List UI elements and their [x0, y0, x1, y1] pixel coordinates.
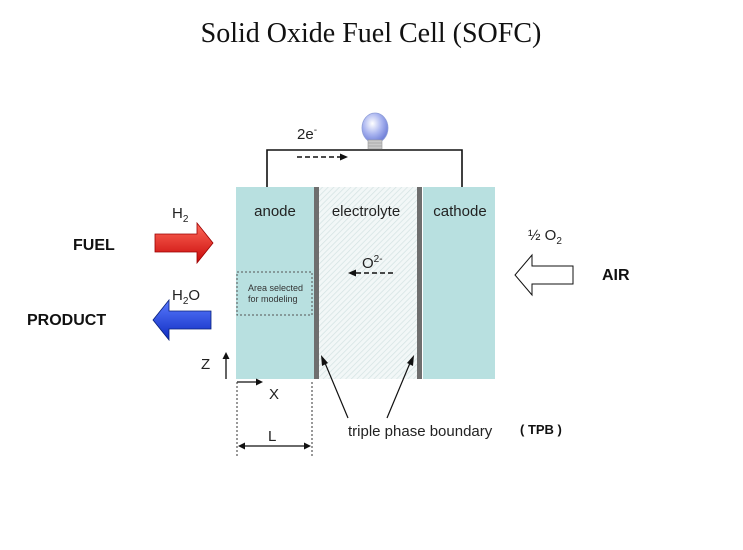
x-axis-label: X: [269, 386, 279, 403]
modeling-area-box: [236, 271, 313, 316]
electrolyte-label: electrolyte: [332, 203, 400, 220]
product-species: H2O: [172, 287, 200, 307]
x-axis-arrow: [237, 378, 263, 386]
air-arrow-icon: [514, 253, 574, 297]
air-species: ½ O2: [528, 227, 562, 247]
oxide-ion-label: O2-: [362, 254, 383, 272]
page-title: Solid Oxide Fuel Cell (SOFC): [201, 18, 542, 49]
tpb-abbr: ( TPB ): [520, 422, 562, 437]
anode-tpb-boundary: [314, 187, 319, 379]
anode-label: anode: [254, 203, 296, 220]
tpb-pointer-left: [321, 355, 349, 419]
fuel-arrow-icon: [154, 221, 214, 265]
ion-flow-arrow: [348, 269, 394, 277]
modeling-area-line1: Area selected: [248, 283, 303, 293]
electron-flow-arrow: [297, 153, 348, 161]
z-axis-arrow: [222, 352, 230, 379]
modeling-area-line2: for modeling: [248, 294, 298, 304]
cathode-label: cathode: [433, 203, 486, 220]
z-axis-label: Z: [201, 356, 210, 373]
product-label: PRODUCT: [27, 312, 106, 329]
tpb-pointer-right: [386, 355, 414, 419]
cathode-region: [423, 187, 495, 379]
light-bulb-icon: [361, 112, 389, 150]
length-label: L: [268, 428, 276, 445]
fuel-species: H2: [172, 205, 189, 225]
electrolyte-region: [319, 187, 417, 379]
external-circuit-wire: [266, 149, 463, 187]
cathode-tpb-boundary: [417, 187, 422, 379]
product-arrow-icon: [152, 298, 212, 342]
tpb-label: triple phase boundary: [348, 423, 493, 440]
fuel-label: FUEL: [73, 237, 115, 254]
length-dimension-arrow: [238, 442, 311, 450]
anode-region: [236, 187, 314, 379]
air-label: AIR: [602, 267, 630, 284]
electron-label: 2e-: [297, 125, 317, 143]
